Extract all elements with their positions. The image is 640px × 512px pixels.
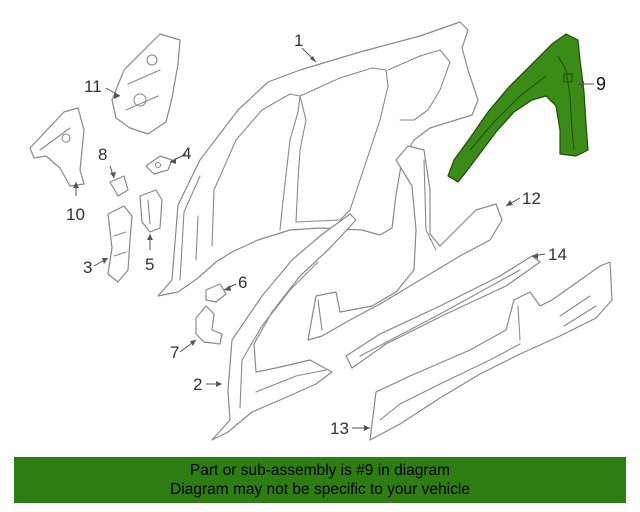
banner-line-2: Diagram may not be specific to your vehi… [170,481,470,498]
part-9-pillar-reinforcement[interactable] [447,33,589,183]
callout-14[interactable]: 14 [548,245,567,264]
parts-diagram: 1 2 3 4 5 6 7 8 9 10 11 12 13 14 [29,21,613,441]
part-13-rocker-panel[interactable] [369,261,613,441]
callout-12[interactable]: 12 [522,189,541,208]
callout-13[interactable]: 13 [330,419,349,438]
callout-5[interactable]: 5 [145,255,154,274]
part-3-bracket[interactable] [107,205,133,283]
callout-1[interactable]: 1 [294,31,303,50]
part-11-bracket[interactable] [111,33,181,135]
part-1-body-side-panel[interactable] [157,21,479,297]
part-14-rocker-reinforcement[interactable] [345,255,541,369]
callout-7[interactable]: 7 [170,343,179,362]
callout-9[interactable]: 9 [596,74,606,94]
callout-labels: 1 2 3 4 5 6 7 8 9 10 11 12 13 14 [66,31,606,438]
part-12-b-pillar-inner[interactable] [307,145,503,341]
part-4-clip[interactable] [145,155,173,175]
banner-line-1: Part or sub-assembly is #9 in diagram [189,462,451,479]
callout-6[interactable]: 6 [238,273,247,292]
part-5-bracket[interactable] [139,189,163,233]
part-8-clip[interactable] [109,175,129,197]
callout-11[interactable]: 11 [84,77,102,96]
info-banner: Part or sub-assembly is #9 in diagram Di… [14,457,626,503]
leader-lines [73,47,594,431]
callout-4[interactable]: 4 [182,144,191,163]
part-2-a-pillar[interactable] [211,213,357,441]
part-6-clip[interactable] [205,283,227,303]
part-10-bracket[interactable] [29,107,85,187]
callout-2[interactable]: 2 [193,375,202,394]
callout-10[interactable]: 10 [66,205,85,224]
callout-3[interactable]: 3 [83,258,92,277]
callout-8[interactable]: 8 [98,145,107,164]
part-7-bracket[interactable] [195,305,223,345]
